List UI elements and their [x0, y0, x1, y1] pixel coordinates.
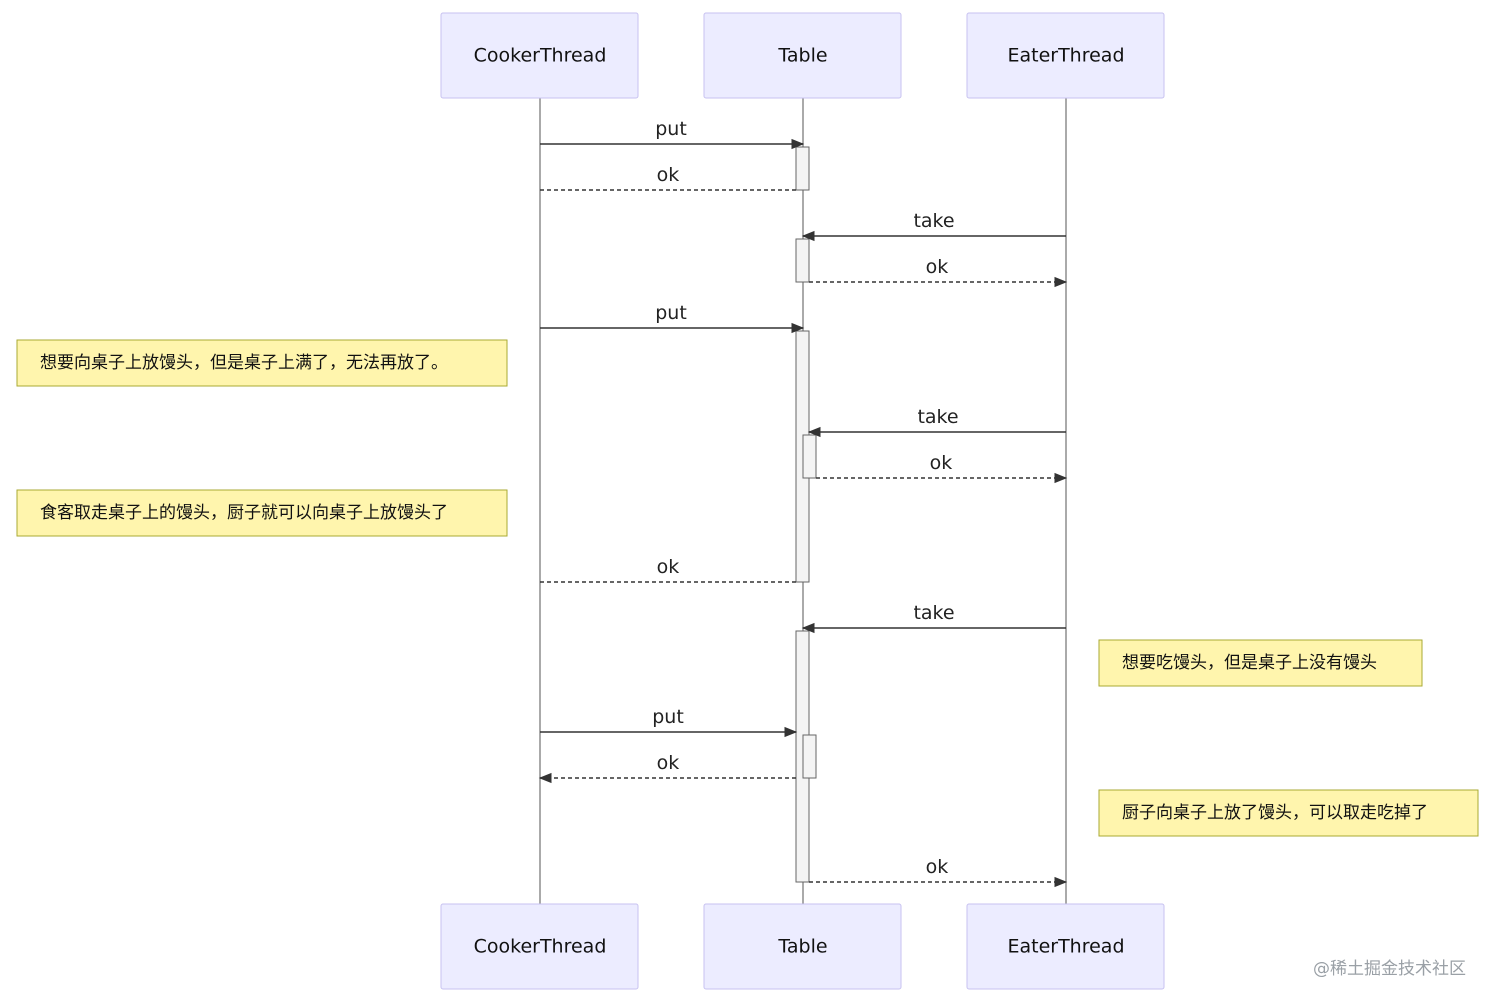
actor-top-cooker: CookerThread	[440, 12, 639, 99]
note-1: 想要向桌子上放馒头，但是桌子上满了，无法再放了。	[16, 339, 508, 387]
actor-bottom-eater: EaterThread	[966, 903, 1165, 990]
actor-bottom-table: Table	[703, 903, 902, 990]
message-10-label: put	[652, 706, 684, 728]
message-2-label: ok	[657, 164, 680, 186]
message-3-label: take	[913, 210, 954, 232]
message-2: ok	[540, 164, 796, 191]
message-9: take	[801, 602, 1066, 634]
message-3: take	[801, 210, 1066, 242]
message-9-label: take	[913, 602, 954, 624]
message-12-label: ok	[926, 856, 949, 878]
actor-top-table-label: Table	[777, 45, 827, 67]
actor-top-table: Table	[703, 12, 902, 99]
message-8: ok	[540, 556, 796, 583]
message-4-label: ok	[926, 256, 949, 278]
note-1-text: 想要向桌子上放馒头，但是桌子上满了，无法再放了。	[40, 353, 448, 373]
activation-table-2	[795, 238, 810, 283]
message-10: put	[540, 706, 798, 738]
message-6-label: take	[917, 406, 958, 428]
actor-bottom-eater-label: EaterThread	[1007, 936, 1124, 958]
message-12: ok	[809, 856, 1068, 888]
actor-bottom-cooker: CookerThread	[440, 903, 639, 990]
message-6: take	[807, 406, 1066, 438]
message-5-label: put	[655, 302, 687, 324]
activation-table-4	[802, 434, 817, 479]
message-7: ok	[816, 452, 1068, 484]
note-4-text: 厨子向桌子上放了馒头，可以取走吃掉了	[1122, 803, 1428, 823]
actor-bottom-cooker-label: CookerThread	[474, 936, 607, 958]
actor-top-eater: EaterThread	[966, 12, 1165, 99]
activation-table-1	[795, 146, 810, 191]
actor-top-cooker-label: CookerThread	[474, 45, 607, 67]
note-2-text: 食客取走桌子上的馒头，厨子就可以向桌子上放馒头了	[40, 503, 448, 523]
actor-bottom-table-label: Table	[777, 936, 827, 958]
message-11-label: ok	[657, 752, 680, 774]
message-5: put	[540, 302, 805, 334]
note-3-text: 想要吃馒头，但是桌子上没有馒头	[1122, 653, 1377, 673]
activation-table-6	[802, 734, 817, 779]
note-3: 想要吃馒头，但是桌子上没有馒头	[1098, 639, 1423, 687]
message-1: put	[540, 118, 805, 150]
message-4: ok	[809, 256, 1068, 288]
message-11: ok	[538, 752, 796, 784]
watermark-text: @稀土掘金技术社区	[1313, 959, 1466, 979]
actor-top-eater-label: EaterThread	[1007, 45, 1124, 67]
note-4: 厨子向桌子上放了馒头，可以取走吃掉了	[1098, 789, 1479, 837]
note-2: 食客取走桌子上的馒头，厨子就可以向桌子上放馒头了	[16, 489, 508, 537]
message-1-label: put	[655, 118, 687, 140]
message-8-label: ok	[657, 556, 680, 578]
message-7-label: ok	[930, 452, 953, 474]
